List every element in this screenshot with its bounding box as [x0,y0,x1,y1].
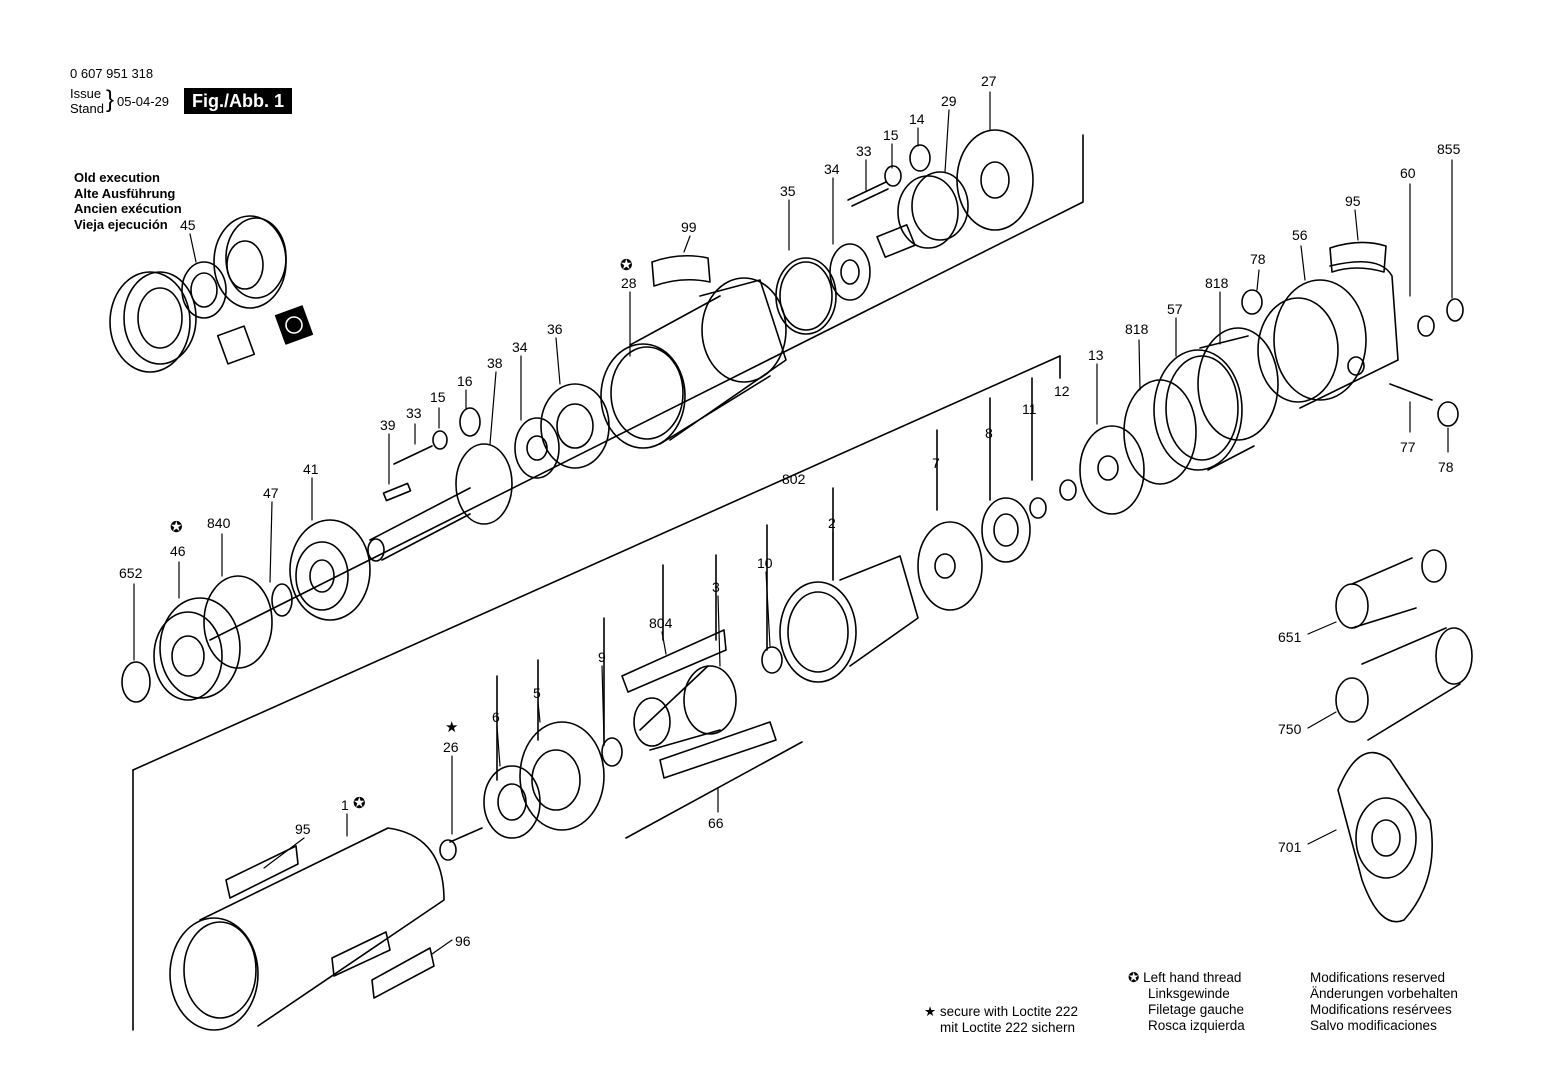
label-39: 39 [380,417,396,433]
label-29: 29 [941,93,957,109]
label-818b: 818 [1125,321,1149,337]
modifications-line: Modifications resérvees [1310,1002,1452,1017]
label-45: 45 [180,217,196,233]
lh-line: Linksgewinde [1148,986,1230,1001]
label-78b: 78 [1438,459,1454,475]
label-7: 7 [932,455,940,471]
label-56: 56 [1292,227,1308,243]
label-804: 804 [649,615,673,631]
label-47: 47 [263,485,279,501]
label-34a: 34 [824,161,840,177]
label-95a: 95 [1345,193,1361,209]
front-housing-parts [169,827,445,1031]
label-36: 36 [547,321,563,337]
label-701: 701 [1278,839,1302,855]
label-14: 14 [909,111,925,127]
right-group-parts [917,241,1464,611]
label-34b: 34 [512,339,528,355]
label-46: 46 [170,543,186,559]
lh-thread-mark-46: ✪ [170,519,183,536]
label-11: 11 [1022,401,1037,417]
loctite-mark-26: ★ [445,719,459,736]
label-802: 802 [782,471,806,487]
issue-label: Issue [70,86,102,101]
label-651: 651 [1278,629,1302,645]
label-15b: 15 [430,389,446,405]
issue-brace: } [106,86,115,113]
issue-date: 05-04-29 [117,94,170,109]
lh-thread-mark-28: ✪ [620,257,633,274]
label-26: 26 [443,739,459,755]
label-3: 3 [712,579,720,595]
middle-row-parts [121,383,610,703]
label-57: 57 [1167,301,1183,317]
label-60: 60 [1400,165,1416,181]
label-15a: 15 [883,127,899,143]
label-38: 38 [487,355,503,371]
old-execution-line: Vieja ejecución [74,216,168,232]
label-35: 35 [780,183,796,199]
lh-line: Rosca izquierda [1148,1018,1245,1033]
label-652: 652 [119,565,143,581]
label-13: 13 [1088,347,1104,363]
label-5: 5 [533,685,541,701]
modifications-line: Änderungen vorbehalten [1310,986,1458,1001]
old-execution-line: Old execution [74,170,160,185]
lh-line: Left hand thread [1143,970,1242,985]
label-9: 9 [598,649,606,665]
label-1: 1 [341,797,349,813]
label-16: 16 [457,373,473,389]
label-750: 750 [1278,721,1302,737]
label-28: 28 [621,275,637,291]
leader-lines [133,91,1453,955]
accessory-parts [1335,549,1473,923]
figure-title: Fig./Abb. 1 [184,88,292,114]
lh-thread-mark-1: ✪ [353,795,366,812]
modifications-line: Modifications reserved [1310,970,1446,985]
assembly-frame [132,134,1084,1031]
label-99: 99 [681,219,697,235]
label-27: 27 [981,73,997,89]
old-execution-line: Ancien exécution [74,201,182,216]
lh-line: Filetage gauche [1148,1002,1245,1017]
label-66: 66 [708,815,724,831]
upper-row-parts [600,129,1034,449]
part-number-labels: 27 29 14 15 33 34 35 99 28 45 36 34 38 1… [119,73,1461,949]
label-95b: 95 [295,821,311,837]
star-icon: ★ [924,1004,937,1019]
label-96: 96 [455,933,471,949]
old-execution-parts [109,215,314,373]
modifications-line: Salvo modificaciones [1310,1018,1437,1033]
part-number: 0 607 951 318 [70,66,154,81]
loctite-line: mit Loctite 222 sichern [940,1020,1076,1035]
stand-label: Stand [70,101,104,116]
lower-row-parts [439,555,919,861]
old-execution-line: Alte Ausführung [74,185,176,201]
label-10: 10 [757,555,773,571]
label-855: 855 [1437,141,1461,157]
left-hand-thread-legend: ✪ Left hand thread Linksgewinde Filetage… [1128,970,1245,1034]
loctite-legend: ★ secure with Loctite 222 mit Loctite 22… [924,1004,1078,1036]
label-840: 840 [207,515,231,531]
label-818a: 818 [1205,275,1229,291]
label-33a: 33 [856,143,872,159]
label-33b: 33 [406,405,422,421]
label-6: 6 [492,709,500,725]
modifications-legend: Modifications reserved Änderungen vorbeh… [1310,970,1458,1034]
loctite-line: secure with Loctite 222 [939,1004,1078,1019]
label-41: 41 [303,461,319,477]
label-78a: 78 [1250,251,1266,267]
label-77: 77 [1400,439,1416,455]
label-2: 2 [828,515,836,531]
lh-thread-icon: ✪ [1128,970,1140,985]
old-execution-note: Old execution Alte Ausführung Ancien exé… [74,170,182,232]
label-12: 12 [1054,383,1070,399]
label-8: 8 [985,425,993,441]
